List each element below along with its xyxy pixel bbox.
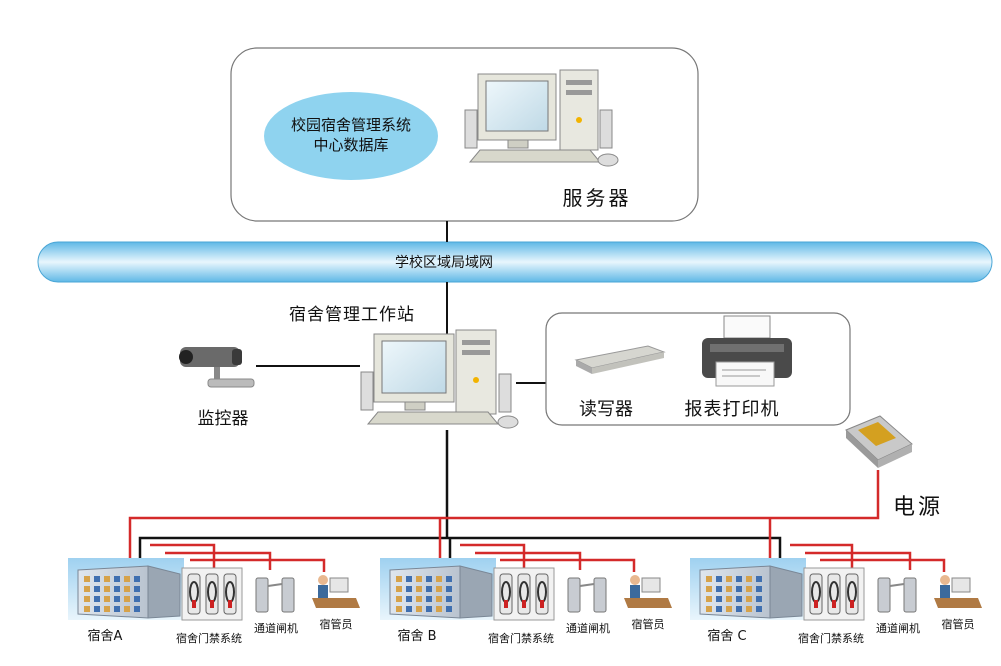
workstation-computer-icon	[360, 329, 519, 429]
access-system-label: 宿舍门禁系统	[488, 631, 554, 645]
monitor-label: 监控器	[198, 409, 249, 429]
gate-label: 通道闸机	[876, 621, 920, 635]
printer-icon	[702, 315, 792, 387]
printer-label: 报表打印机	[685, 399, 780, 420]
access-door-icon	[803, 567, 865, 621]
staff-label: 宿管员	[942, 617, 975, 631]
staff-label: 宿管员	[632, 617, 665, 631]
power-lines	[128, 470, 946, 572]
database-label-line2: 中心数据库	[313, 136, 388, 154]
network-band	[37, 241, 993, 283]
dorm-building-icon	[68, 558, 184, 620]
dorm-building-icon	[690, 558, 806, 620]
access-door-icon	[493, 567, 555, 621]
workstation-label: 宿舍管理工作站	[289, 305, 415, 325]
staff-desk-icon	[624, 575, 672, 608]
server-label: 服务器	[563, 186, 632, 210]
gate-turnstile-icon	[255, 577, 295, 613]
gate-label: 通道闸机	[566, 621, 610, 635]
card-reader-icon	[574, 345, 666, 374]
dorm-building-icon	[380, 558, 496, 620]
access-system-label: 宿舍门禁系统	[798, 631, 864, 645]
dorm-name: 宿舍 C	[707, 628, 746, 644]
dorm-name: 宿舍 B	[397, 628, 436, 644]
gate-label: 通道闸机	[254, 621, 298, 635]
access-system-label: 宿舍门禁系统	[176, 631, 242, 645]
camera-icon	[179, 347, 255, 388]
dorm-name: 宿舍A	[88, 628, 123, 644]
database-label-line1: 校园宿舍管理系统	[291, 116, 411, 134]
reader-label: 读写器	[579, 399, 633, 420]
data-bus-line	[138, 536, 782, 564]
staff-desk-icon	[312, 575, 360, 608]
database-ellipse	[264, 92, 438, 180]
gate-turnstile-icon	[567, 577, 607, 613]
access-door-icon	[181, 567, 243, 621]
power-label: 电源	[893, 495, 943, 520]
gate-turnstile-icon	[877, 577, 917, 613]
server-computer-icon	[464, 69, 619, 167]
staff-label: 宿管员	[320, 617, 353, 631]
network-label: 学校区域局域网	[395, 254, 493, 271]
power-supply-icon	[845, 415, 913, 468]
staff-desk-icon	[934, 575, 982, 608]
